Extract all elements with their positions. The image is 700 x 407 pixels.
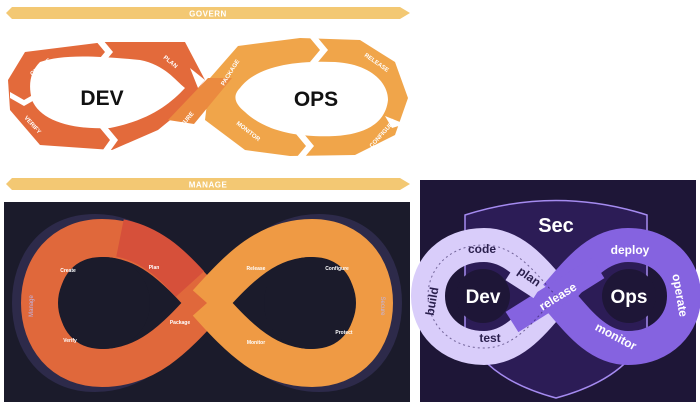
govern-label: GOVERN <box>189 10 227 19</box>
br-stage-deploy: deploy <box>611 243 650 257</box>
manage-label: MANAGE <box>189 181 228 190</box>
ops-loop <box>205 38 410 158</box>
bl-stage-release: Release <box>247 266 266 272</box>
plan-segment <box>115 219 205 297</box>
manage-banner: MANAGE <box>6 178 410 190</box>
bottom-left-infinity-panel: Manage Secure Create Plan Verify Package… <box>4 202 410 402</box>
sec-label: Sec <box>538 215 574 237</box>
br-stage-code: code <box>468 242 496 256</box>
ops-center-label: Ops <box>611 287 648 308</box>
dev-center-label: Dev <box>466 287 501 308</box>
crossing-band <box>168 78 232 124</box>
dev-loop <box>8 40 205 154</box>
ops-label: OPS <box>294 88 338 111</box>
ops-loop-purple <box>543 227 700 366</box>
bl-stage-package: Package <box>170 320 191 326</box>
dev-label: DEV <box>80 87 123 110</box>
br-stage-test: test <box>479 331 500 345</box>
manage-side-label: Manage <box>29 294 35 316</box>
bl-stage-verify: Verify <box>63 338 77 344</box>
bl-stage-plan: Plan <box>149 265 160 271</box>
bl-stage-monitor: Monitor <box>247 340 265 346</box>
top-devops-loop-panel: GOVERN DEV OPS CREATE PLAN VERIFY <box>6 7 410 190</box>
bottom-right-devsecops-panel: Sec Dev Ops code build test plan release… <box>410 180 700 402</box>
plan-band <box>505 259 547 299</box>
right-lobe <box>192 218 394 388</box>
bl-stage-protect: Protect <box>335 330 353 336</box>
govern-banner: GOVERN <box>6 7 410 19</box>
secure-side-label: Secure <box>379 296 385 316</box>
bl-stage-create: Create <box>60 268 76 274</box>
br-stage-build: build <box>423 286 442 317</box>
bl-stage-configure: Configure <box>325 266 349 272</box>
